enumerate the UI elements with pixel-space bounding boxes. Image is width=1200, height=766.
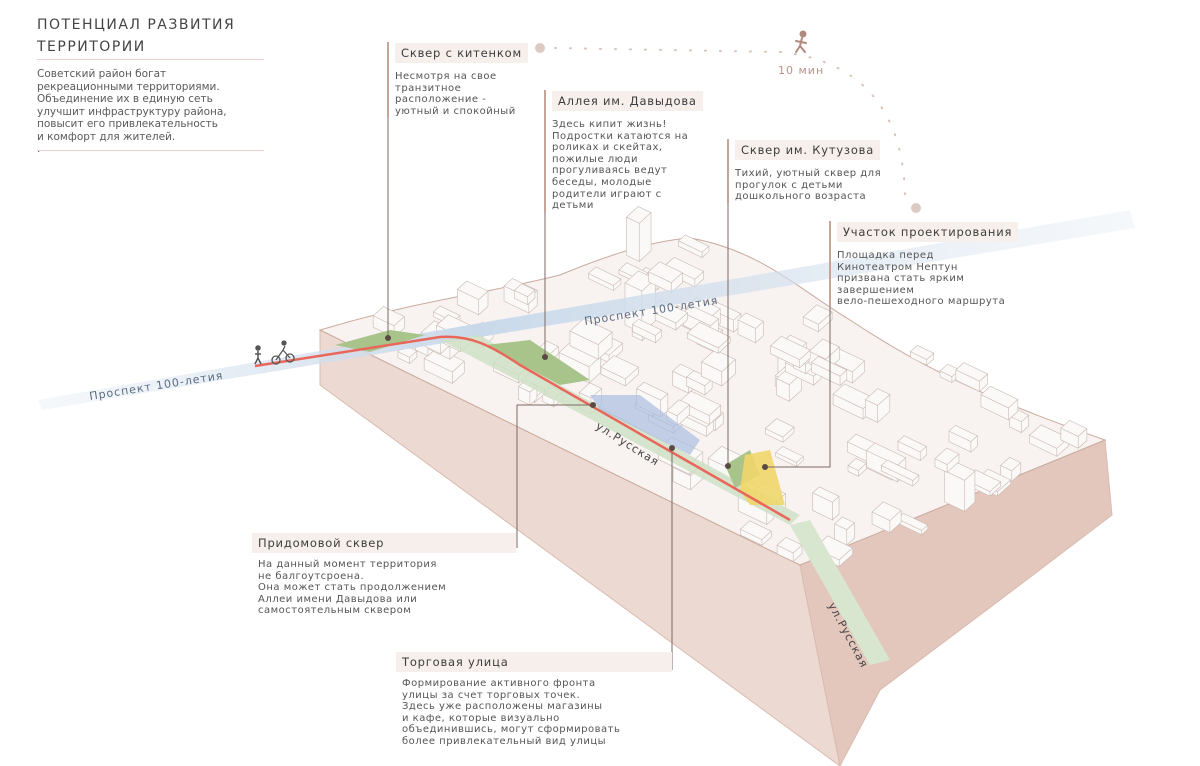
callout-design-site: Участок проектирования Площадка перед Ки… [829, 221, 1047, 308]
intro-divider [37, 150, 264, 151]
callout-kutuzova: Сквер им. Кутузова Тихий, уютный сквер д… [727, 139, 920, 203]
building [1060, 419, 1088, 449]
callout-trade-street: Торговая улица Формирование активного фр… [396, 652, 672, 748]
callout-title: Участок проектирования [837, 222, 1019, 242]
park-davydova [485, 340, 590, 385]
marker-dot [385, 335, 391, 341]
callout-text: Площадка перед Кинотеатром Нептун призва… [837, 250, 1006, 308]
park-kitenok [335, 330, 425, 352]
building [980, 385, 1019, 421]
building [664, 256, 705, 288]
building [897, 435, 927, 462]
building [737, 312, 764, 344]
building [600, 355, 639, 387]
walking-person-icon [795, 30, 807, 53]
blue-zone [590, 395, 700, 455]
building [955, 362, 989, 393]
title-divider [37, 59, 264, 60]
bike-route [254, 335, 791, 522]
building [934, 447, 960, 474]
callout-davydova: Аллея им. Давыдова Здесь кипит жизнь! По… [544, 90, 717, 212]
building [625, 206, 652, 263]
building [700, 349, 736, 387]
buildings-layer [372, 206, 1088, 568]
page-title: ПОТЕНЦИАЛ РАЗВИТИЯ ТЕРРИТОРИИ [37, 17, 236, 55]
marker-dot [590, 402, 596, 408]
callout-text: Формирование активного фронта улицы за с… [402, 678, 621, 747]
building [587, 266, 622, 292]
green-corridor [440, 335, 800, 525]
building [775, 446, 804, 468]
walk-time-label: 10 мин [778, 64, 825, 77]
cyclist-icon [271, 340, 295, 365]
marker-dot [762, 464, 768, 470]
russkaya-outside [790, 520, 890, 665]
building [776, 536, 803, 563]
building [569, 318, 613, 360]
building [513, 283, 536, 306]
prospect-label-left: Проспект 100-летия [88, 369, 224, 403]
building [948, 424, 978, 453]
building [764, 418, 795, 444]
callout-text: На данный момент территория не балгоутср… [258, 559, 447, 617]
callout-title: Сквер им. Кутузова [735, 140, 881, 160]
callout-text: Тихий, уютный сквер для прогулок с детьм… [735, 168, 882, 203]
design-site [740, 450, 785, 505]
building [647, 261, 683, 294]
intro-text: Советский район богат рекреационными тер… [37, 68, 227, 155]
building [423, 347, 465, 385]
building [677, 234, 710, 259]
callout-pridomovoy: Придомовой сквер На данный момент террит… [252, 533, 516, 617]
walk-start-dot [535, 43, 545, 53]
marker-dot [669, 445, 675, 451]
building [631, 318, 663, 344]
building [864, 388, 891, 424]
building [909, 345, 935, 366]
building [739, 520, 772, 546]
pedestrian-icon [254, 345, 262, 365]
marker-dot [542, 354, 548, 360]
building [802, 304, 833, 333]
building [811, 356, 848, 387]
callout-title: Торговая улица [396, 652, 672, 672]
building [871, 501, 902, 534]
callout-kitenok: Сквер с китенком Несмотря на свое транзи… [387, 42, 545, 118]
building [666, 399, 690, 427]
callout-title: Аллея им. Давыдова [552, 91, 703, 111]
callout-title: Сквер с китенком [395, 43, 528, 63]
building [456, 280, 489, 316]
marker-dot [725, 463, 731, 469]
building [812, 486, 840, 521]
walk-end-dot [911, 203, 921, 213]
callout-text: Несмотря на свое транзитное расположение… [395, 71, 516, 117]
building [686, 321, 731, 354]
building [770, 335, 811, 369]
callout-text: Здесь кипит жизнь! Подростки катаются на… [552, 119, 689, 212]
callout-title: Придомовой сквер [252, 533, 516, 553]
building [880, 459, 920, 487]
prospect-road [38, 210, 1135, 410]
